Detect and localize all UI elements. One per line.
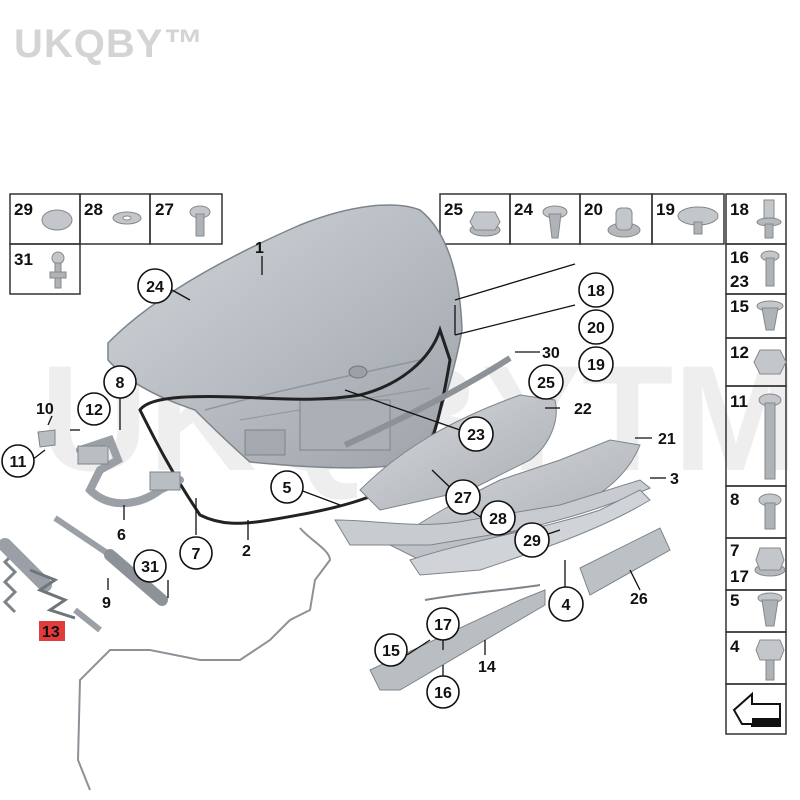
- grid-label-5: 5: [730, 591, 739, 610]
- grid-label-16: 16: [730, 248, 749, 267]
- grid-label-24: 24: [514, 200, 533, 219]
- highlight-13-box: [39, 621, 65, 641]
- trunk-lid: [107, 204, 463, 469]
- grid-label-27: 27: [155, 200, 174, 219]
- gas-strut-9: [53, 515, 168, 606]
- callout-27: 27: [454, 490, 472, 507]
- callout-12: 12: [85, 402, 103, 419]
- bolt-part-4: [755, 639, 785, 681]
- cap-part: [41, 209, 73, 231]
- callout-circles: [1, 268, 614, 709]
- grid-label-17: 17: [730, 567, 749, 586]
- grid-label-18: 18: [730, 200, 749, 219]
- callout-16: 16: [434, 685, 452, 702]
- grid-label-4: 4: [730, 637, 740, 656]
- callout-24: 24: [146, 279, 164, 296]
- left-parts-grid: 29 28 27 31: [9, 193, 223, 295]
- top-parts-grid: 25 24 20 19: [439, 193, 725, 245]
- label-21: 21: [658, 431, 676, 448]
- right-parts-column: 18 16 23 15 12 11 8 7 17 5 4: [725, 193, 787, 735]
- label-3: 3: [670, 471, 679, 488]
- label-26: 26: [630, 591, 648, 608]
- label-2: 2: [242, 543, 251, 560]
- grid-label-11: 11: [730, 392, 748, 411]
- clip-part: [542, 205, 568, 239]
- callout-19: 19: [587, 357, 605, 374]
- clip-part-15: [756, 300, 784, 331]
- label-22: 22: [574, 401, 592, 418]
- screw-part-8: [758, 493, 782, 530]
- label-14: 14: [478, 659, 496, 676]
- callout-15: 15: [382, 643, 400, 660]
- label-6: 6: [117, 527, 126, 544]
- grid-label-20: 20: [584, 200, 603, 219]
- grid-label-19: 19: [656, 200, 675, 219]
- grid-label-15: 15: [730, 297, 749, 316]
- callout-29: 29: [523, 533, 541, 550]
- brand-logo: UKQBY™: [14, 22, 205, 66]
- callout-11: 11: [10, 454, 27, 471]
- callout-5: 5: [283, 480, 292, 497]
- trunk-seal: [138, 325, 452, 525]
- clip-part-5: [757, 592, 783, 627]
- lower-strip-14: [369, 589, 546, 691]
- grid-label-25: 25: [444, 200, 463, 219]
- grid-label-28: 28: [84, 200, 103, 219]
- grid-label-31: 31: [14, 250, 33, 269]
- callout-25: 25: [537, 375, 555, 392]
- long-bolt-part: [758, 393, 782, 480]
- grid-label-7: 7: [730, 541, 739, 560]
- ball-stud-part: [49, 251, 67, 289]
- push-rivet-part: [756, 199, 782, 239]
- grid-label-29: 29: [14, 200, 33, 219]
- grid-label-8: 8: [730, 490, 739, 509]
- callout-7: 7: [192, 546, 201, 563]
- direction-arrow-icon: [732, 691, 781, 727]
- callout-17: 17: [434, 617, 452, 634]
- callout-20: 20: [587, 320, 605, 337]
- trim-panel-22: [359, 394, 557, 511]
- callout-18: 18: [587, 283, 605, 300]
- grid-label-12: 12: [730, 343, 749, 362]
- label-30: 30: [542, 345, 560, 362]
- flange-nut-part: [469, 211, 501, 237]
- hinge-6: [76, 435, 184, 508]
- callout-8: 8: [116, 375, 125, 392]
- nut-part-7: [754, 547, 786, 577]
- bolt-part-16: [760, 250, 780, 287]
- callout-4: 4: [562, 597, 571, 614]
- grommet-part: [607, 207, 641, 238]
- release-cable: [76, 527, 332, 791]
- hex-nut-part: [753, 349, 787, 375]
- callout-28: 28: [489, 511, 507, 528]
- label-1: 1: [255, 240, 264, 257]
- label-10: 10: [36, 401, 54, 418]
- callout-31: 31: [141, 559, 159, 576]
- callout-23: 23: [467, 427, 485, 444]
- plate-bracket-26: [579, 527, 671, 596]
- screw-part: [189, 205, 211, 237]
- plug-part: [677, 206, 719, 235]
- label-9: 9: [102, 595, 111, 612]
- spring-strut-13: [0, 538, 102, 633]
- seal-strip-30: [343, 355, 512, 448]
- bracket-10: [37, 429, 56, 448]
- grid-label-23: 23: [730, 272, 749, 291]
- label-13-highlight: 13: [42, 624, 60, 641]
